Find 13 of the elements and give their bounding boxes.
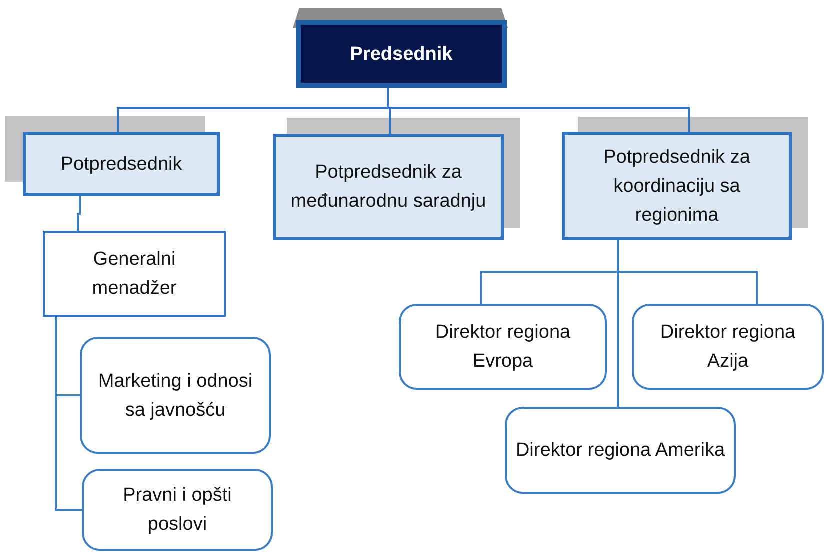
org-box: Pravni i opšti poslovi [82, 469, 273, 551]
org-box: Direktor regiona Evropa [399, 304, 607, 390]
title-box: Predsednik [296, 20, 507, 88]
org-box: Potpredsednik za koordinaciju sa regionima [562, 132, 792, 240]
org-box: Potpredsednik za međunarodnu saradnju [273, 134, 504, 240]
connector-line [55, 317, 82, 511]
org-box: Generalni menadžer [43, 231, 226, 317]
connector-line [617, 240, 619, 407]
org-box: Direktor regiona Azija [632, 304, 824, 390]
org-box: Potpredsednik [23, 132, 220, 196]
org-box: Marketing i odnosi sa javnošću [80, 337, 271, 454]
connector-line [77, 196, 81, 231]
org-box: Direktor regiona Amerika [505, 407, 736, 494]
